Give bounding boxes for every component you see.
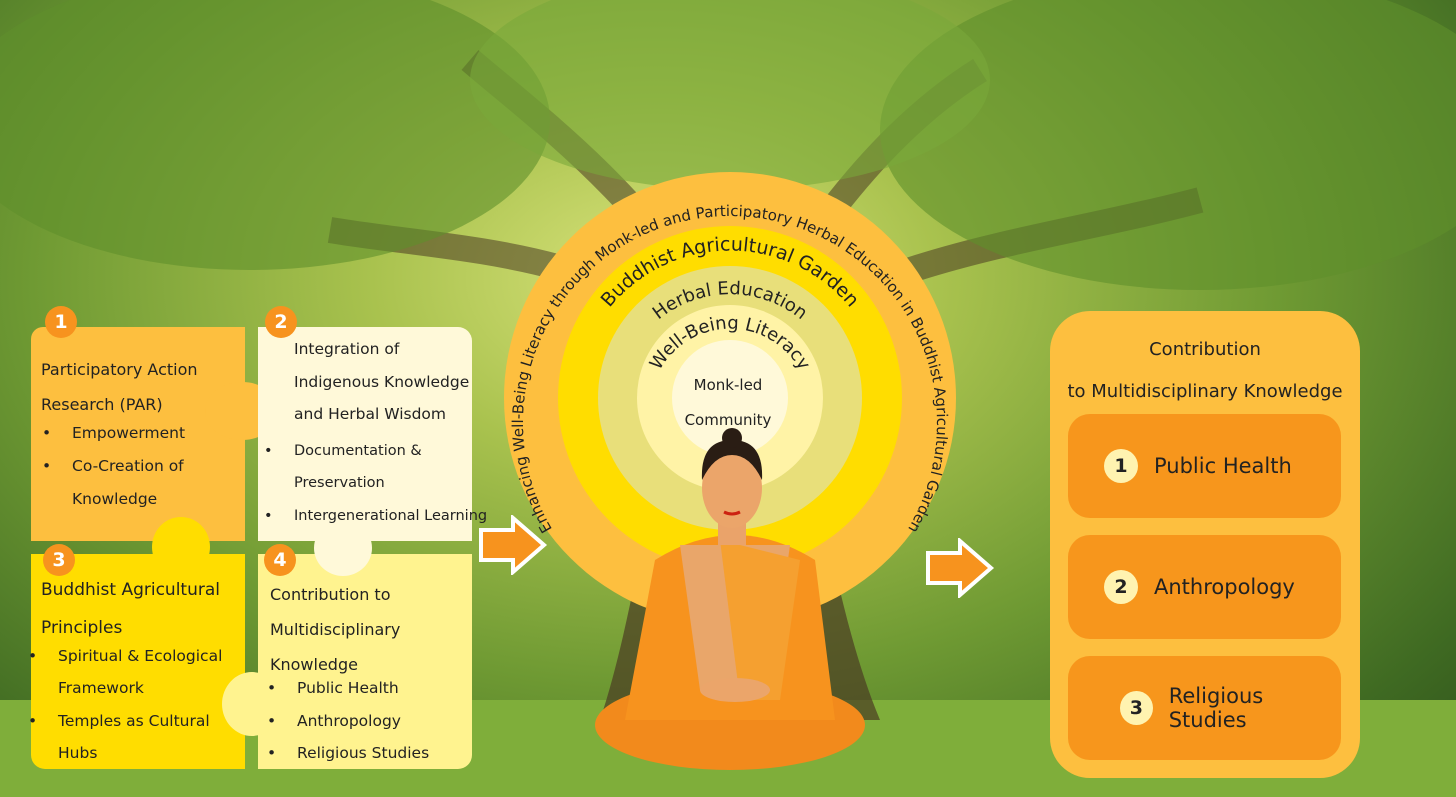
piece-3-title: Principles	[41, 618, 123, 638]
piece-1-bullet-cont: Knowledge	[72, 490, 158, 508]
item-label: Public Health	[1154, 454, 1292, 478]
contribution-item-religious-studies: 3 Religious Studies	[1068, 656, 1341, 760]
piece-2-title: and Herbal Wisdom	[294, 405, 447, 423]
puzzle-piece-integration	[258, 327, 472, 541]
number-badge: 2	[1104, 570, 1138, 604]
piece-2-title: Integration of	[294, 340, 400, 358]
piece-4-bullet: Religious Studies	[267, 744, 429, 762]
piece-4-bullet: Anthropology	[267, 712, 401, 730]
number-badge-1: 1	[45, 306, 77, 338]
piece-3-title: Buddhist Agricultural	[41, 580, 220, 600]
piece-3-bullet: Spiritual & Ecological	[28, 647, 222, 665]
contribution-item-public-health: 1 Public Health	[1068, 414, 1341, 518]
piece-3-bullet-cont: Hubs	[58, 744, 98, 762]
number-badge-3: 3	[43, 544, 75, 576]
item-label: Religious Studies	[1168, 684, 1264, 732]
puzzle-piece-contribution	[258, 554, 472, 769]
piece-2-bullet: Documentation &	[264, 443, 422, 459]
number-badge: 3	[1120, 691, 1153, 725]
number-badge: 1	[1104, 449, 1138, 483]
number-badge-4: 4	[264, 544, 296, 576]
piece-1-bullet: Empowerment	[42, 424, 185, 442]
ring-center	[672, 340, 788, 456]
piece-1-title: Participatory Action	[41, 360, 198, 379]
meditating-monk-figure	[595, 428, 865, 770]
piece-2-bullet: Intergenerational Learning	[264, 508, 487, 524]
piece-4-title: Knowledge	[270, 655, 358, 674]
contribution-title: Contribution	[1149, 339, 1261, 360]
puzzle-tab	[152, 517, 210, 577]
center-label: Community	[685, 411, 772, 429]
piece-2-title: Indigenous Knowledge	[294, 373, 470, 391]
center-label: Monk-led	[694, 376, 763, 394]
number-badge-2: 2	[265, 306, 297, 338]
piece-3-bullet: Temples as Cultural	[28, 712, 210, 730]
contribution-title: to Multidisciplinary Knowledge	[1067, 381, 1343, 402]
piece-1-bullet: Co-Creation of	[42, 457, 184, 475]
piece-4-title: Multidisciplinary	[270, 620, 401, 639]
contribution-item-anthropology: 2 Anthropology	[1068, 535, 1341, 639]
item-label: Anthropology	[1154, 575, 1295, 599]
piece-1-title: Research (PAR)	[41, 395, 163, 414]
piece-3-bullet-cont: Framework	[58, 679, 144, 697]
piece-4-bullet: Public Health	[267, 679, 399, 697]
piece-2-bullet-cont: Preservation	[294, 475, 385, 491]
arrow-right-icon	[926, 538, 995, 598]
puzzle-tab	[314, 520, 372, 576]
piece-4-title: Contribution to	[270, 585, 391, 604]
arrow-right-icon	[479, 515, 548, 575]
contribution-panel: Contribution to Multidisciplinary Knowle…	[1050, 311, 1360, 778]
